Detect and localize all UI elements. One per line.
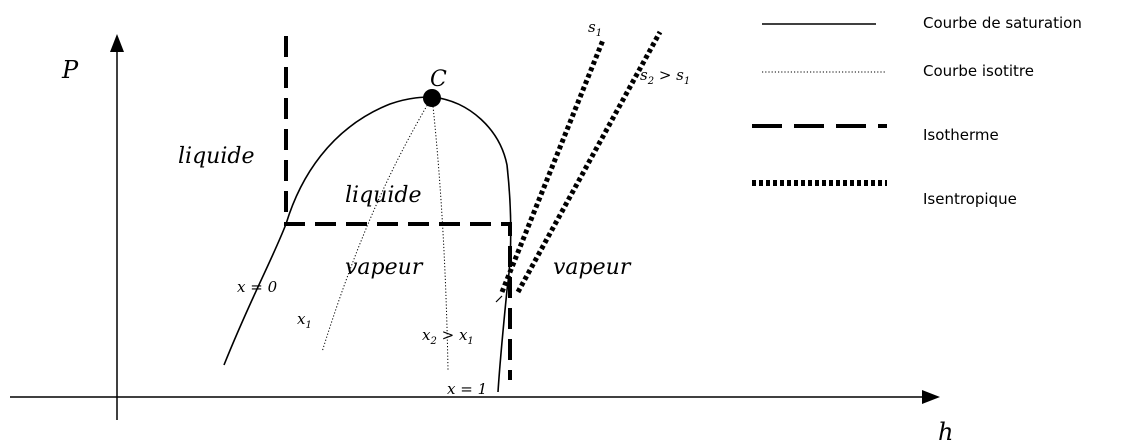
legend-label-saturation: Courbe de saturation [923,14,1082,32]
label-x1-main: x [297,310,306,328]
label-x-equals-1: x = 1 [447,380,487,398]
junction-tick [495,295,503,303]
label-s2-rel-sub: 1 [684,76,690,87]
region-label-mixture-vapor: vapeur [345,255,424,280]
legend-label-isotitre: Courbe isotitre [923,62,1034,80]
isentrope-s2 [515,30,663,294]
critical-point-label: C [430,67,447,92]
legend-label-isentropique: Isentropique [923,190,1017,208]
legend: Courbe de saturation Courbe isotitre Iso… [752,14,1082,208]
isotitre-curve-x1 [321,96,433,353]
critical-point [423,89,441,107]
label-s2-sub: 2 [647,76,654,87]
label-x2-rel-sub: 1 [467,336,473,347]
isentrope-s1 [499,39,606,293]
legend-label-isotherme: Isotherme [923,126,999,144]
isotitre-curve-x2 [431,96,449,371]
label-s2-gt-s1: s2 > s1 [640,66,690,87]
saturation-curve [223,96,512,393]
label-s1: s1 [588,18,602,39]
label-x2-main: x [422,326,431,344]
label-s2-main: s [640,66,648,84]
x-axis-arrow [922,390,940,404]
x-axis-label: h [938,418,953,440]
region-label-mixture-liquid: liquide [345,183,421,208]
label-s2-rel: > s [654,66,684,84]
label-x-equals-0: x = 0 [237,278,278,296]
label-x1: x1 [297,310,312,331]
y-axis-label: P [61,56,79,84]
label-s1-sub: 1 [596,28,602,39]
y-axis-arrow [110,34,124,52]
label-x2-rel: > x [437,326,468,344]
label-s1-main: s [588,18,596,36]
label-x2-sub: 2 [429,336,436,347]
axes [10,34,940,420]
label-x1-sub: 1 [305,320,311,331]
label-x2-gt-x1: x2 > x1 [422,326,474,347]
region-label-vapor: vapeur [553,255,632,280]
region-label-liquid: liquide [178,144,254,169]
isotherm [284,36,512,380]
